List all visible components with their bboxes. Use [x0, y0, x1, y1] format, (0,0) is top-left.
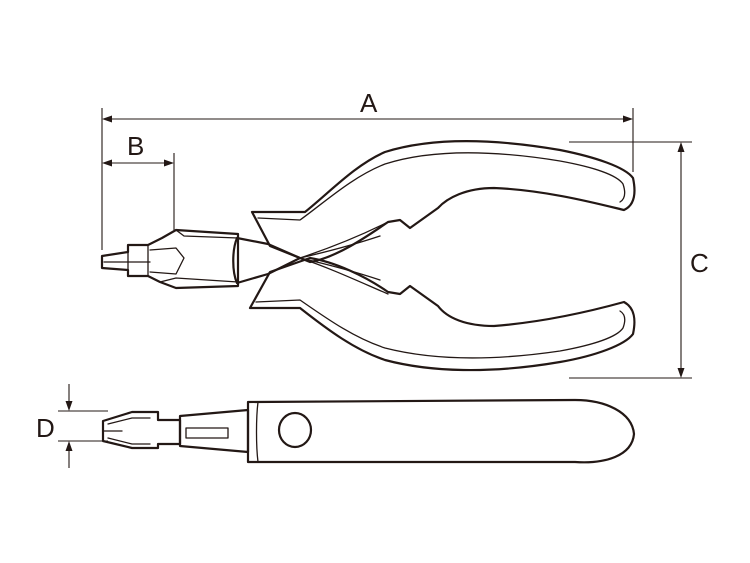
bottom-jaw: [101, 410, 182, 450]
dimension-c: C: [569, 141, 709, 379]
dimension-c-label: C: [690, 248, 709, 278]
dimension-b: B: [102, 131, 175, 230]
neck-detail: [185, 427, 229, 439]
jaw-center-line: [103, 247, 185, 275]
pliers-top-view: [100, 140, 636, 372]
dimension-d: D: [36, 384, 108, 468]
lower-handle: [248, 256, 636, 372]
jaw-lower-edge: [159, 277, 239, 283]
dimension-d-label: D: [36, 413, 55, 443]
bottom-jaw-lines: [103, 417, 151, 445]
dimension-b-label: B: [127, 131, 144, 161]
jaw-upper-edge: [175, 229, 239, 239]
upper-handle: [250, 140, 636, 264]
spring-inner: [299, 235, 381, 281]
neck: [178, 408, 250, 454]
jaw-head: [100, 228, 240, 290]
handle-grip-step: [255, 401, 259, 463]
pliers-bottom-view: [101, 398, 636, 464]
jaw-tip-detail: [127, 244, 149, 277]
return-spring: [299, 221, 389, 295]
handle-grip: [246, 398, 636, 464]
lower-handle-contour: [255, 299, 626, 359]
dimension-a: A: [101, 88, 634, 250]
dimension-a-label: A: [360, 88, 378, 118]
handle-thumb-recess: [277, 411, 313, 449]
pivot-body: [232, 236, 302, 285]
upper-handle-contour: [257, 152, 626, 221]
